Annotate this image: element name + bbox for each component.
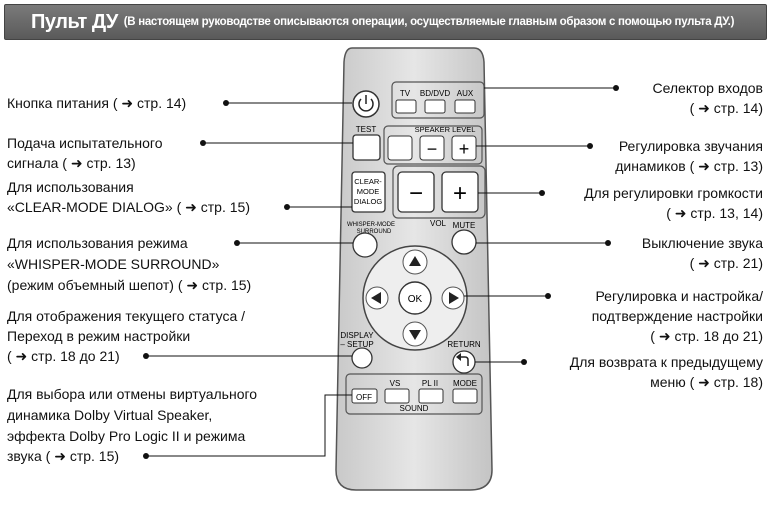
return-label: RETURN xyxy=(447,340,481,349)
label-display-1: Для отображения текущего статуса / xyxy=(7,308,246,324)
label-clear-1: Для использования xyxy=(7,179,134,195)
speaker-plus-button[interactable] xyxy=(451,135,477,161)
bd-dvd-label: BD/DVD xyxy=(420,89,450,98)
speaker-level-label: SPEAKER LEVEL xyxy=(415,125,476,134)
ok-button[interactable] xyxy=(398,281,432,315)
mode-label: MODE xyxy=(453,379,477,388)
volume-plus-glyph: + xyxy=(453,180,467,207)
arrow-down-icon xyxy=(409,330,421,340)
display-label-2: – SETUP xyxy=(340,340,373,349)
vs-button[interactable] xyxy=(384,388,410,404)
pl-button[interactable] xyxy=(418,388,444,404)
clear-mode-text-1: CLEAR- xyxy=(354,177,382,186)
speaker-minus-button[interactable] xyxy=(419,135,445,161)
label-sound-1: Для выбора или отмены виртуального xyxy=(7,386,258,402)
aux-button[interactable] xyxy=(454,99,476,114)
label-input-1: Селектор входов xyxy=(652,80,763,96)
test-label: TEST xyxy=(356,125,377,134)
label-return-1: Для возврата к предыдущему xyxy=(569,354,763,370)
label-whisper-3: (режим объемный шепот) ( ➜ стр. 15) xyxy=(7,277,252,293)
speaker-plus-glyph: + xyxy=(459,139,470,159)
label-sound-2: динамика Dolby Virtual Speaker, xyxy=(7,407,213,423)
section-header: Пульт ДУ (В настоящем руководстве описыв… xyxy=(4,4,767,40)
label-display-2: Переход в режим настройки xyxy=(7,328,191,344)
leader-lines xyxy=(146,87,616,457)
volume-down-button[interactable] xyxy=(397,171,435,213)
whisper-label-1: WHISPER-MODE xyxy=(347,222,395,228)
label-test-1: Подача испытательного xyxy=(7,135,163,151)
leader-dots xyxy=(143,85,619,459)
clear-mode-text-3: DIALOG xyxy=(354,197,383,206)
aux-label: AUX xyxy=(457,89,474,98)
section-subtitle: (В настоящем руководстве описываются опе… xyxy=(123,16,735,28)
label-nav-3: ( ➜ стр. 18 до 21) xyxy=(650,328,763,344)
volume-minus-glyph: − xyxy=(409,180,423,207)
power-button[interactable] xyxy=(352,90,380,118)
label-power: Кнопка питания ( ➜ стр. 14) xyxy=(7,95,187,111)
pl-label: PL II xyxy=(422,379,438,388)
label-whisper-1: Для использования режима xyxy=(7,235,188,251)
clear-mode-button[interactable] xyxy=(351,171,386,213)
return-icon xyxy=(458,356,469,366)
display-label-1: DISPLAY xyxy=(340,331,374,340)
arrow-up-icon xyxy=(409,256,421,266)
test-button[interactable] xyxy=(352,134,381,161)
label-sound-4: звука ( ➜ стр. 15) xyxy=(7,448,120,464)
volume-up-button[interactable] xyxy=(441,171,479,213)
mute-button[interactable] xyxy=(451,229,477,255)
return-button[interactable] xyxy=(452,350,476,374)
speaker-minus-glyph: − xyxy=(427,139,438,159)
off-label: OFF xyxy=(356,393,372,402)
display-setup-button[interactable] xyxy=(351,347,373,369)
label-display-3: ( ➜ стр. 18 до 21) xyxy=(7,348,120,364)
tv-label: TV xyxy=(400,89,411,98)
label-mute-2: ( ➜ стр. 21) xyxy=(689,255,763,271)
tv-button[interactable] xyxy=(395,99,417,114)
sound-label: SOUND xyxy=(400,404,429,413)
whisper-label-2: SURROUND xyxy=(357,229,392,235)
vs-label: VS xyxy=(390,379,401,388)
bd-dvd-button[interactable] xyxy=(424,99,446,114)
label-volume-2: ( ➜ стр. 13, 14) xyxy=(666,205,763,221)
arrow-left-icon xyxy=(371,292,381,304)
clear-mode-text-2: MODE xyxy=(357,187,380,196)
label-mute-1: Выключение звука xyxy=(641,235,763,251)
label-speaker-2: динамиков ( ➜ стр. 13) xyxy=(615,158,763,174)
label-return-2: меню ( ➜ стр. 18) xyxy=(650,374,763,390)
mode-button[interactable] xyxy=(452,388,478,404)
label-speaker-1: Регулировка звучания xyxy=(618,138,763,154)
mute-label: MUTE xyxy=(453,221,476,230)
whisper-mode-button[interactable] xyxy=(352,232,378,258)
label-sound-3: эффекта Dolby Pro Logic II и режима xyxy=(7,428,246,444)
label-input-2: ( ➜ стр. 14) xyxy=(689,100,763,116)
label-clear-2: «CLEAR-MODE DIALOG» ( ➜ стр. 15) xyxy=(7,199,250,215)
label-nav-2: подтверждение настройки xyxy=(591,308,763,324)
arrow-right-icon xyxy=(449,292,459,304)
label-whisper-2: «WHISPER-MODE SURROUND» xyxy=(7,256,220,272)
label-nav-1: Регулировка и настройка/ xyxy=(595,288,763,304)
ok-label: OK xyxy=(408,294,423,305)
section-title: Пульт ДУ xyxy=(31,10,118,33)
vol-label: VOL xyxy=(430,219,447,228)
speaker-select-button[interactable] xyxy=(387,135,413,161)
label-test-2: сигнала ( ➜ стр. 13) xyxy=(7,155,136,171)
label-volume-1: Для регулировки громкости xyxy=(584,185,763,201)
off-button[interactable] xyxy=(351,388,378,404)
